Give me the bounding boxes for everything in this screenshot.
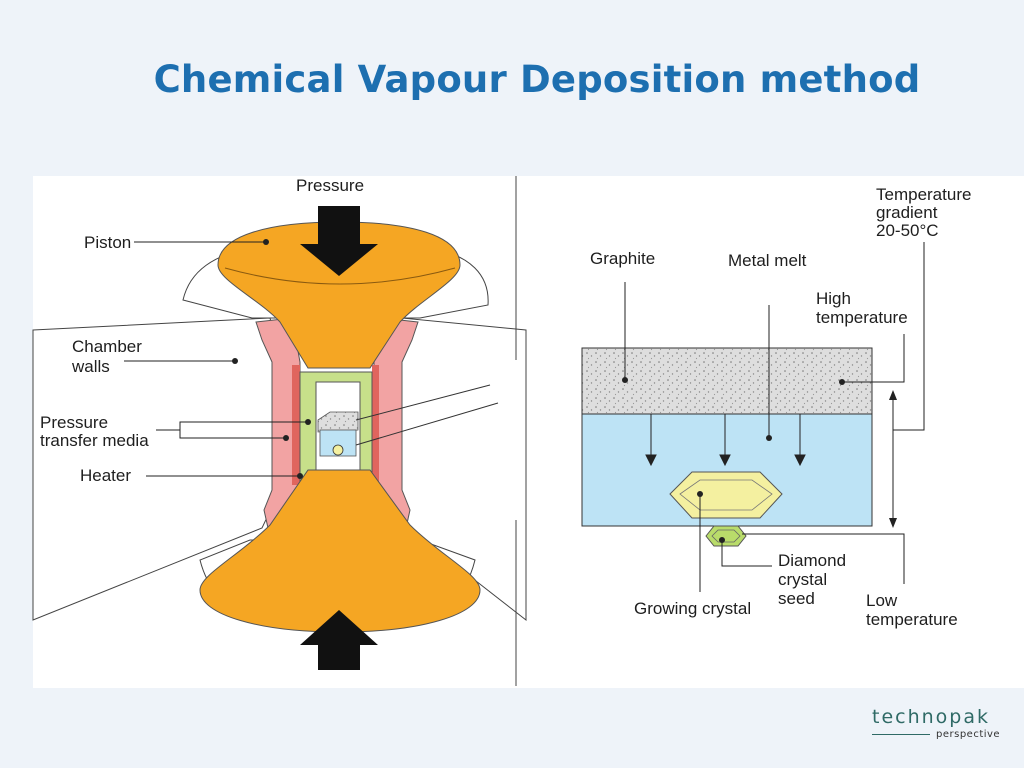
- temperature-gradient-label-3: 20-50°C: [876, 221, 939, 240]
- piston-label: Piston: [84, 233, 131, 252]
- low-temperature-label-2: temperature: [866, 610, 958, 629]
- temperature-gradient-label-2: gradient: [876, 203, 938, 222]
- diamond-crystal-seed-label-3: seed: [778, 589, 815, 608]
- heater-strip: [292, 365, 300, 485]
- pressure-transfer-media-label-1: Pressure: [40, 413, 108, 432]
- low-temperature-label-1: Low: [866, 591, 898, 610]
- pressure-arrow-down: [300, 206, 378, 276]
- piston-upper: [217, 221, 461, 369]
- diamond-crystal-seed: [705, 525, 747, 547]
- growing-crystal-label: Growing crystal: [634, 599, 751, 618]
- diamond-crystal-seed-label-1: Diamond: [778, 551, 846, 570]
- page-title: Chemical Vapour Deposition method: [153, 58, 921, 101]
- metal-melt-label: Metal melt: [728, 251, 807, 270]
- diffusion-arrows: [645, 414, 806, 467]
- high-temperature-label-2: temperature: [816, 308, 908, 327]
- brand-logo-name: technopak: [872, 706, 991, 728]
- high-temperature-label-1: High: [816, 289, 851, 308]
- pressure-arrow-up: [300, 610, 378, 670]
- diamond-crystal-seed-label-2: crystal: [778, 570, 827, 589]
- press-diagram: Pressure Piston Chamber walls Pressure t…: [32, 176, 527, 686]
- temperature-gradient-label-1: Temperature: [876, 185, 971, 204]
- chamber-walls-label-2: walls: [71, 357, 110, 376]
- brand-logo-tagline: perspective: [936, 729, 1001, 740]
- graphite-layer: [581, 347, 873, 415]
- growing-crystal: [669, 471, 783, 519]
- pressure-transfer-media-label-2: transfer media: [40, 431, 149, 450]
- graphite-label: Graphite: [590, 249, 655, 268]
- heater-label: Heater: [80, 466, 131, 485]
- brand-logo-rule: [872, 734, 930, 735]
- growth-diagram: Temperature gradient 20-50°C Graphite Me…: [581, 185, 971, 629]
- pressure-label: Pressure: [296, 176, 364, 195]
- chamber-walls-label-1: Chamber: [72, 337, 142, 356]
